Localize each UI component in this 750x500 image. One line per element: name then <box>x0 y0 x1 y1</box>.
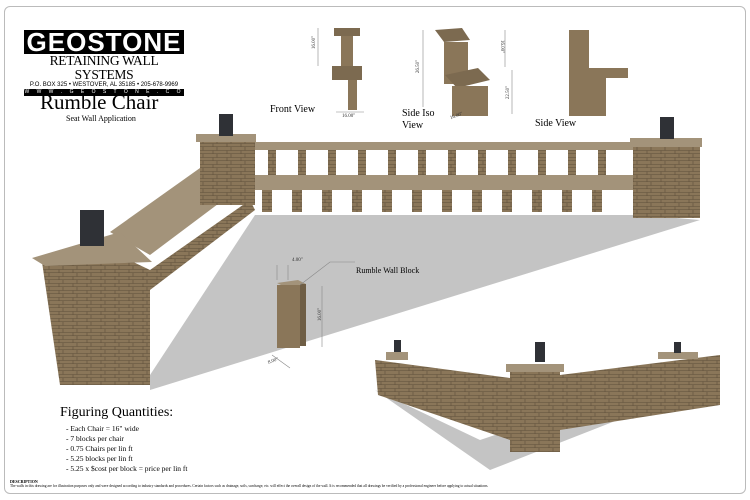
logo-address: P.O. BOX 325 • WESTOVER, AL 35185 • 205-… <box>29 82 179 88</box>
side-iso-dim-total: 26.50" <box>416 59 422 74</box>
quantity-item: - 5.25 x $cost per block = price per lin… <box>66 464 188 473</box>
front-view-drawing <box>317 28 364 113</box>
side-iso-dim-back: 16.00" <box>499 39 505 54</box>
page-title: Rumble Chair <box>40 90 159 114</box>
quantity-item: - Each Chair = 16" wide <box>66 424 139 433</box>
side-iso-label-line2: View <box>402 120 424 131</box>
block-dim-height: 16.00" <box>318 307 324 322</box>
front-dim-width: 16.00" <box>342 114 356 119</box>
logo-brand: GEOSTONE <box>24 29 184 55</box>
front-dim-height: 16.00" <box>312 35 318 50</box>
geostone-logo: GEOSTONE RETAINING WALL SYSTEMS P.O. BOX… <box>24 29 184 102</box>
side-iso-drawing <box>422 28 513 116</box>
side-iso-dim-seat: 22.50" <box>506 85 512 100</box>
side-view-label: Side View <box>535 118 577 129</box>
block-label: Rumble Wall Block <box>356 266 420 275</box>
quantity-item: - 5.25 blocks per lin ft <box>66 454 133 463</box>
quantity-item: - 0.75 Chairs per lin ft <box>66 444 133 453</box>
lower-wall-drawing <box>375 340 720 470</box>
main-wall-drawing <box>32 114 702 390</box>
side-iso-label-line1: Side Iso <box>402 108 435 119</box>
block-dim-top: 4.00" <box>292 258 303 263</box>
logo-tagline: RETAINING WALL SYSTEMS <box>49 53 159 82</box>
front-view-label: Front View <box>270 104 316 115</box>
side-iso-label: Side Iso View <box>402 108 435 132</box>
side-view-drawing <box>569 30 628 116</box>
logo-website: W W W . G E O S T O N E . C O M <box>24 89 184 102</box>
quantity-item: - 7 blocks per chair <box>66 434 124 443</box>
description-heading: DESCRIPTION <box>10 479 38 484</box>
rumble-wall-block-drawing <box>271 261 355 369</box>
page-subtitle: Seat Wall Application <box>66 114 136 123</box>
quantities-title: Figuring Quantities: <box>60 405 174 420</box>
quantities-list: - Each Chair = 16" wide - 7 blocks per c… <box>66 424 188 474</box>
page-frame <box>4 6 746 494</box>
description-text: The walls in this drawing are for illust… <box>10 484 489 488</box>
